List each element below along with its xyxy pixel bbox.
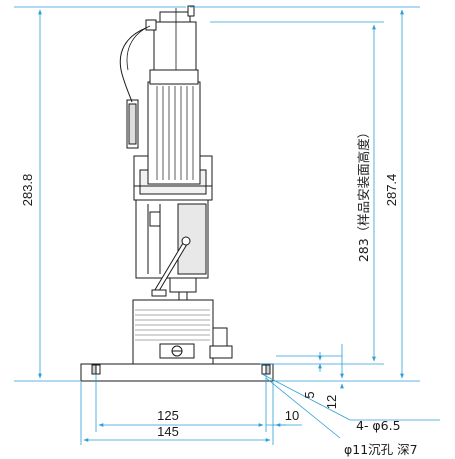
- lever-pivot: [181, 236, 191, 246]
- cable-loop: [119, 27, 147, 103]
- dim-label-283-sample-mount: 283（样品安装面高度）: [356, 126, 371, 262]
- probe-tip: [178, 291, 188, 301]
- dim-label-145: 145: [157, 424, 179, 439]
- top-knob: [145, 19, 157, 31]
- dim-label-125: 125: [157, 408, 179, 423]
- motor-fins: [156, 86, 194, 180]
- dim-label-12: 12: [324, 395, 339, 409]
- motor-cap: [149, 69, 199, 85]
- note-counterbore: φ11沉孔 深7: [344, 442, 418, 457]
- dim-label-287-4: 287.4: [384, 174, 399, 207]
- note-holes: 4- φ6.5: [356, 418, 401, 433]
- base-hole-left-inner: [95, 364, 101, 375]
- dim-label-5: 5: [302, 391, 317, 398]
- top-knob-right: [187, 5, 195, 17]
- slide-clamp: [149, 211, 161, 227]
- leader-line-holes: [261, 373, 351, 421]
- dim-label-10: 10: [285, 408, 299, 423]
- stage-knob-right: [212, 327, 228, 347]
- lever-foot: [151, 289, 167, 297]
- motor-body: [147, 81, 201, 185]
- base-hole-right-inner: [261, 364, 267, 375]
- top-cap: [159, 11, 191, 23]
- probe-holder: [169, 277, 197, 293]
- machine-assembly: [80, 5, 274, 382]
- top-cylinder: [153, 21, 197, 71]
- base-plate: [80, 363, 274, 382]
- stage-knob-right-lower: [209, 345, 233, 359]
- dimension-lines: [14, 6, 440, 445]
- leader-line-counterbore: [265, 377, 341, 439]
- stage-hatching: [135, 309, 210, 341]
- dim-label-283-8: 283.8: [20, 174, 35, 207]
